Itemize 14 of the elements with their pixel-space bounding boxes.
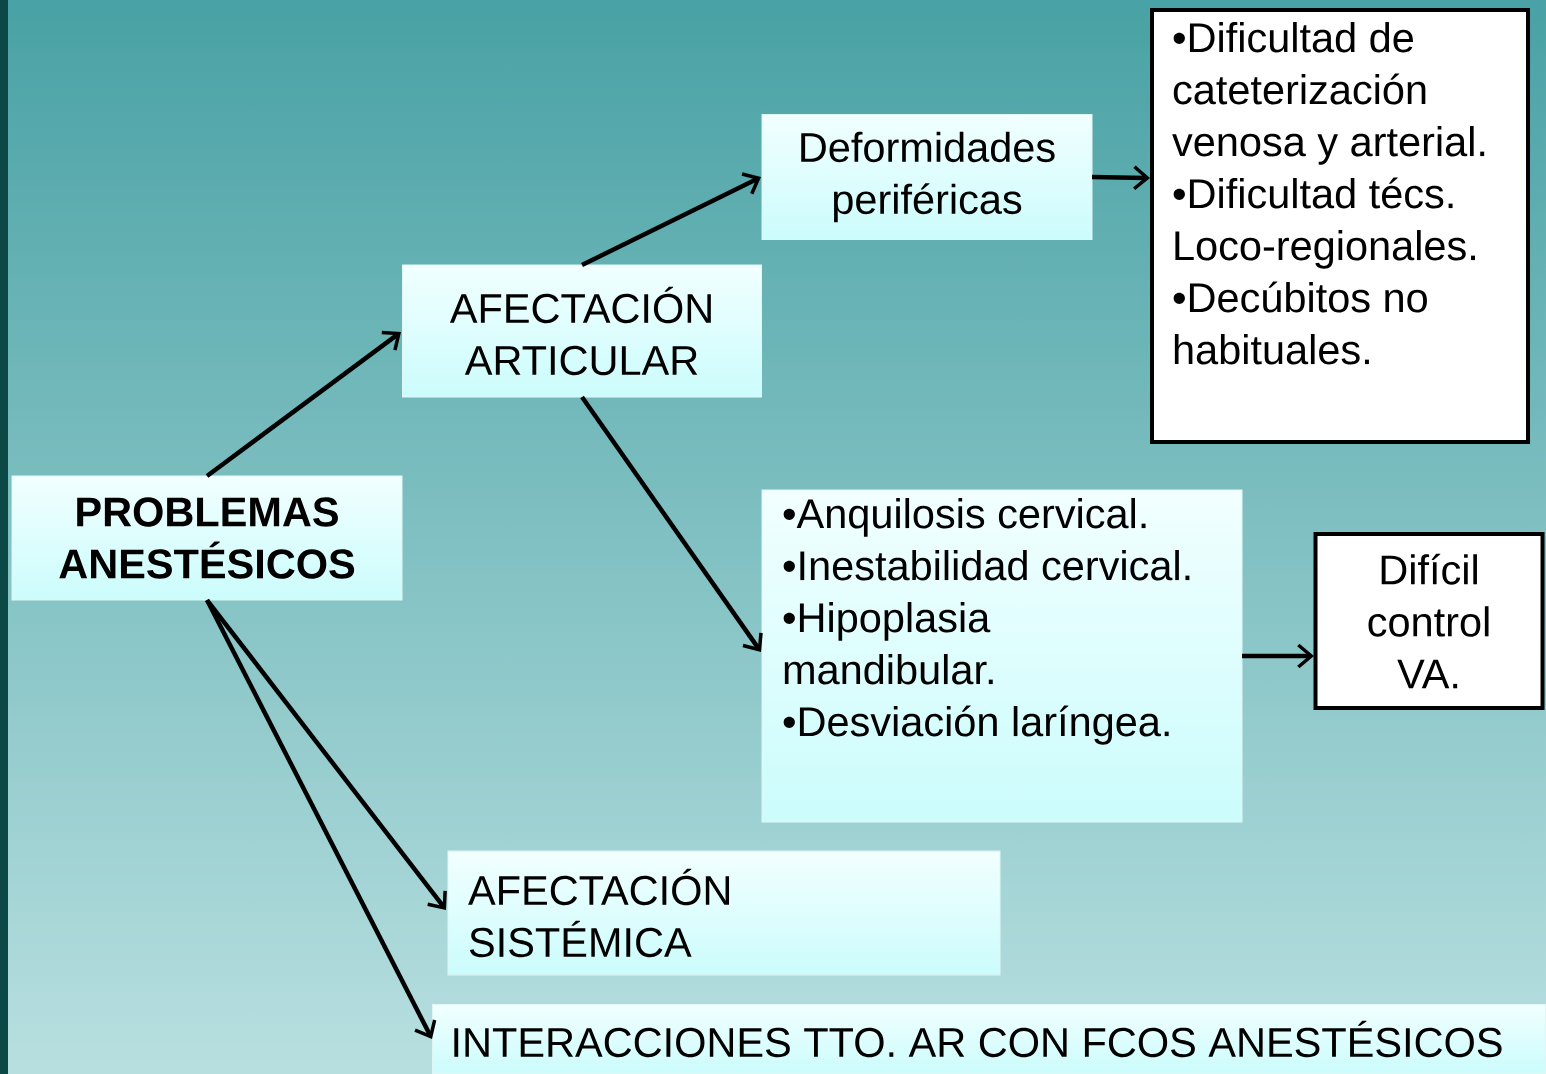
arrow <box>580 395 763 652</box>
note-box: •Dificultad de cateterización venosa y arterial. •Dificultad técs. Loco-regionales. •Decúbitos no habituales. <box>1150 8 1530 444</box>
process-box: AFECTACIÓN SISTÉMICA <box>447 850 1001 976</box>
process-box: •Anquilosis cervical. •Inestabilidad cervical. •Hipoplasia mandibular. •Desviación laríngea. <box>761 489 1243 823</box>
process-box: AFECTACIÓN ARTICULAR <box>402 264 762 398</box>
arrow <box>205 330 401 478</box>
process-box: PROBLEMAS ANESTÉSICOS <box>11 475 403 601</box>
arrow <box>1091 165 1150 191</box>
note-box: Difícil control VA. <box>1313 532 1545 710</box>
arrow <box>1242 643 1314 669</box>
process-box: INTERACCIONES TTO. AR CON FCOS ANESTÉSICOS <box>432 1004 1546 1074</box>
arrow <box>205 599 437 1039</box>
arrow <box>581 172 761 268</box>
process-box: Deformidades periféricas <box>761 114 1093 240</box>
